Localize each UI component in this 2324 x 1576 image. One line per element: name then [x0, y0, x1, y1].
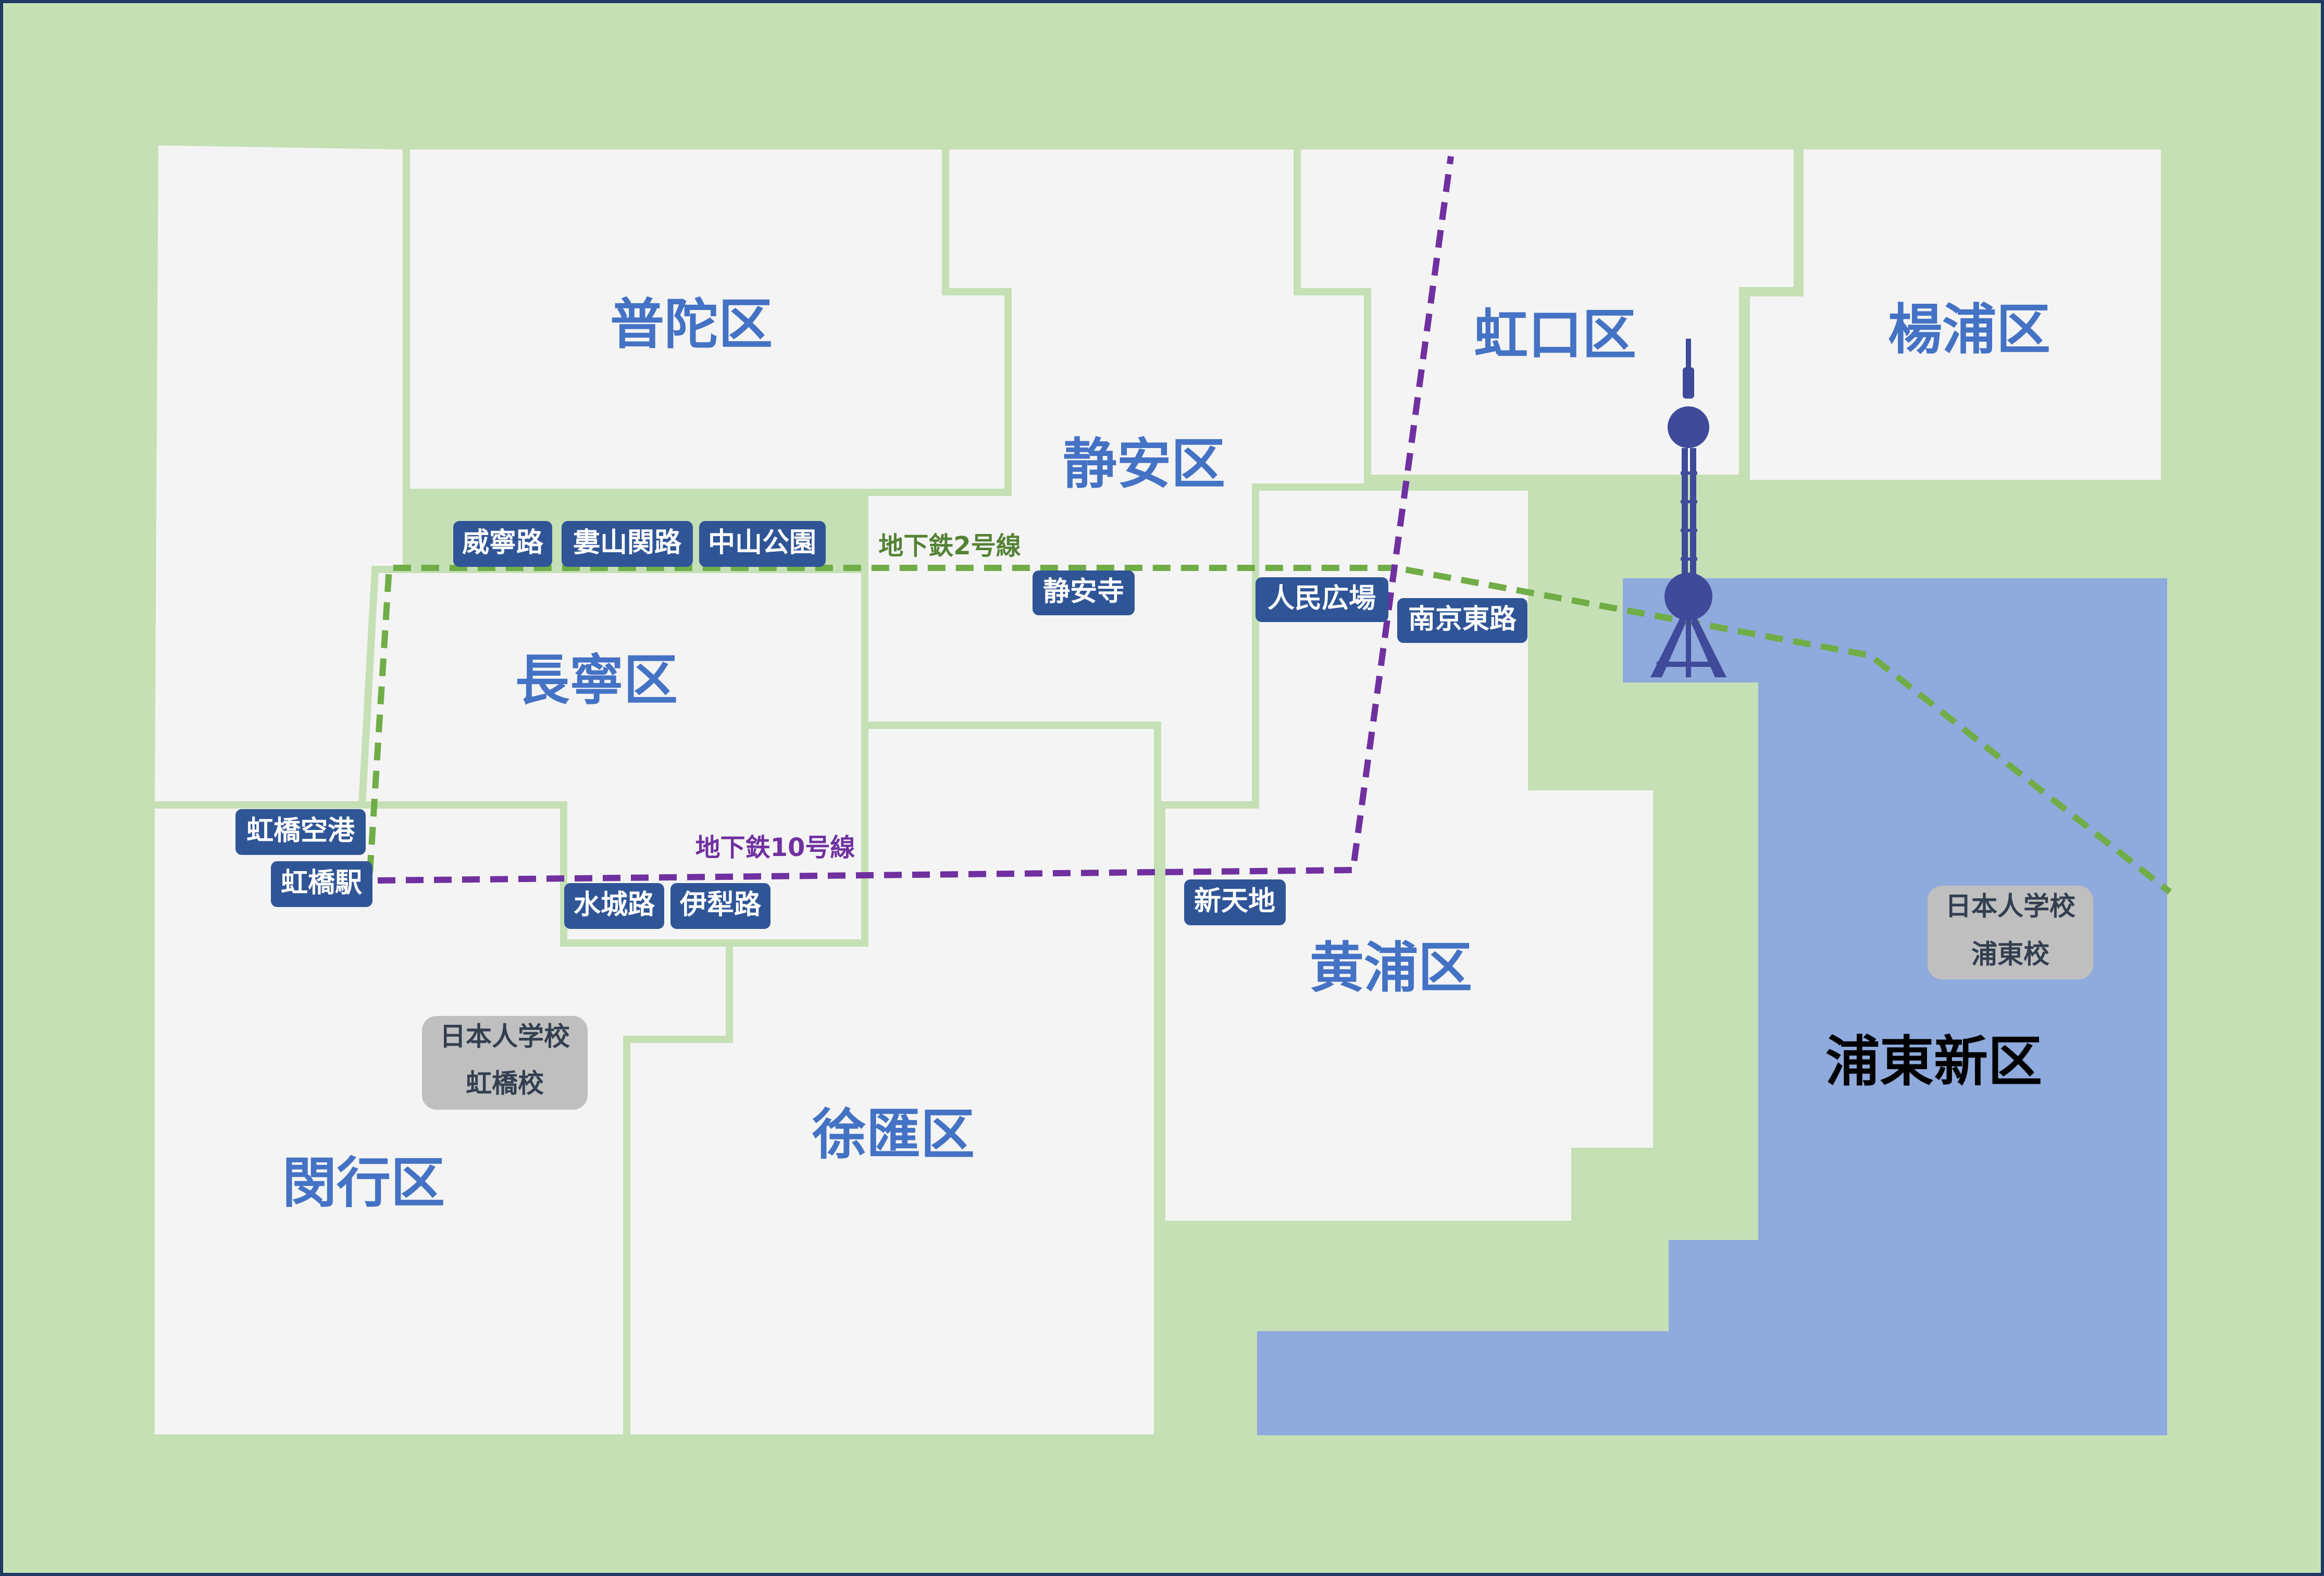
- station-badge-hongqiao-airport: 虹橋空港: [235, 809, 366, 855]
- district-label-putuo: 普陀区: [610, 292, 773, 356]
- station-label-zhongshan: 中山公園: [708, 527, 816, 559]
- station-badge-nanjing: 南京東路: [1397, 598, 1527, 643]
- metro-line-10: [377, 156, 1454, 884]
- station-badge-xintiandi: 新天地: [1184, 879, 1286, 925]
- station-badge-zhongshan: 中山公園: [699, 521, 826, 567]
- station-label-hongqiao-airport: 虹橋空港: [246, 815, 355, 847]
- school-pudong-line1: 日本人学校: [1945, 891, 2076, 922]
- station-badge-renmin: 人民広場: [1256, 577, 1388, 622]
- station-badge-loushanguan: 婁山関路: [562, 521, 693, 567]
- station-label-loushanguan: 婁山関路: [573, 527, 682, 559]
- station-label-weining: 威寧路: [462, 527, 544, 559]
- district-label-changning: 長寧区: [515, 648, 678, 712]
- metro-line-2: [367, 565, 2172, 895]
- district-label-xuhui: 徐匯区: [812, 1102, 975, 1166]
- station-badge-jingansi: 静安寺: [1033, 570, 1135, 615]
- station-label-nanjing: 南京東路: [1408, 604, 1517, 635]
- district-label-jingan: 静安区: [1063, 432, 1225, 495]
- district-label-hongkou: 虹口区: [1474, 303, 1636, 366]
- station-label-hongqiao-station: 虹橋駅: [281, 867, 362, 899]
- line-label-2: 地下鉄2号線: [878, 531, 1021, 561]
- pudong-area: [1257, 578, 2167, 1435]
- oriental-pearl-tower-icon: [1650, 339, 1726, 677]
- station-label-renmin: 人民広場: [1267, 583, 1376, 614]
- station-badge-hongqiao-station: 虹橋駅: [271, 861, 372, 907]
- station-badge-shuicheng: 水城路: [564, 883, 664, 929]
- district-label-huangpu: 黄浦区: [1310, 936, 1472, 999]
- school-pudong-line2: 浦東校: [1971, 939, 2049, 970]
- line-label-10: 地下鉄10号線: [695, 833, 855, 862]
- station-label-shuicheng: 水城路: [574, 889, 655, 921]
- district-shapes: [147, 138, 2168, 1442]
- school-hongqiao-line1: 日本人学校: [440, 1022, 570, 1052]
- school-hongqiao-line2: 虹橋校: [466, 1069, 544, 1099]
- station-badge-yili: 伊犁路: [670, 883, 770, 929]
- district-shape-yangpu: [1743, 142, 2168, 487]
- district-shape-huangpu: [1158, 483, 1660, 1228]
- school-badge-pudong: 日本人学校 浦東校: [1928, 886, 2093, 979]
- school-badge-hongqiao: 日本人学校 虹橋校: [422, 1016, 588, 1110]
- district-label-yangpu: 楊浦区: [1888, 297, 2050, 361]
- station-label-jingansi: 静安寺: [1043, 576, 1124, 607]
- station-label-yili: 伊犁路: [679, 889, 762, 921]
- district-label-pudong: 浦東新区: [1825, 1029, 2042, 1093]
- district-shape-minhang: [147, 801, 733, 1442]
- station-label-xintiandi: 新天地: [1194, 886, 1275, 917]
- district-label-minhang: 閔行区: [282, 1151, 445, 1214]
- station-badge-weining: 威寧路: [453, 521, 552, 567]
